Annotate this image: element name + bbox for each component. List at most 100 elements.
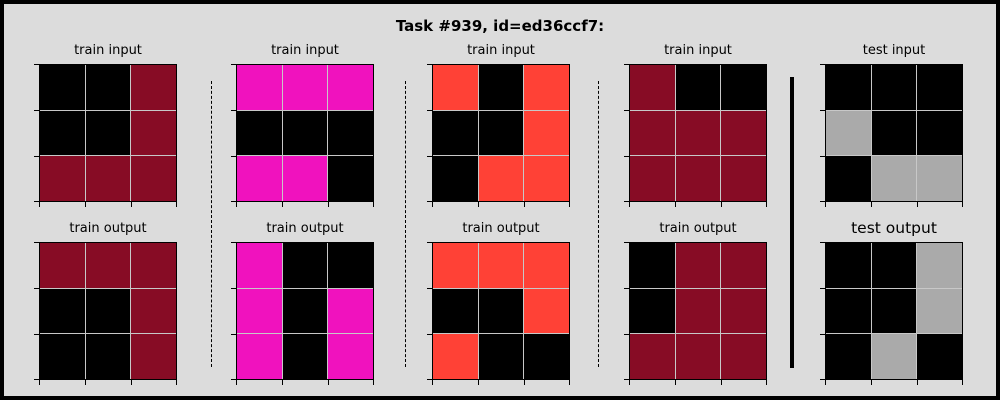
axis-tick xyxy=(231,334,236,335)
grid-cell xyxy=(131,288,176,334)
axis-tick xyxy=(624,288,629,289)
grid-cell xyxy=(433,334,478,379)
axis-tick xyxy=(236,380,237,385)
grid-cell xyxy=(237,288,282,334)
grid-cell xyxy=(917,288,962,334)
grid-cell xyxy=(524,65,569,110)
grid-cell xyxy=(131,156,176,201)
axis-tick xyxy=(427,64,432,65)
grid-cell xyxy=(282,243,328,288)
axis-tick xyxy=(624,156,629,157)
axis-tick xyxy=(131,380,132,385)
grid-cell xyxy=(630,65,675,110)
grid-cell xyxy=(871,288,917,334)
grid-cell xyxy=(328,65,373,110)
grid-cell xyxy=(282,65,328,110)
test-input-grid xyxy=(825,64,963,202)
axis-tick xyxy=(34,156,39,157)
axis-tick xyxy=(34,334,39,335)
axis-tick xyxy=(282,202,283,207)
grid-cell xyxy=(721,156,766,201)
axis-tick xyxy=(231,201,236,202)
grid-cell xyxy=(630,110,675,156)
axis-tick xyxy=(917,380,918,385)
axis-tick xyxy=(427,379,432,380)
grid-cell xyxy=(630,156,675,201)
axis-tick xyxy=(624,201,629,202)
pair-2-input-grid xyxy=(432,64,570,202)
pair-0-output-label: train output xyxy=(69,221,147,236)
grid-cell xyxy=(721,110,766,156)
grid-cell xyxy=(328,288,373,334)
grid-cell xyxy=(721,65,766,110)
grid-cell xyxy=(826,65,871,110)
grid-cell xyxy=(282,334,328,379)
pair-0-output-grid xyxy=(39,242,177,380)
grid-cell xyxy=(826,334,871,379)
axis-tick xyxy=(820,201,825,202)
test-input-label: test input xyxy=(862,43,926,58)
grid-cell xyxy=(433,243,478,288)
grid-cell xyxy=(826,110,871,156)
grid-cell xyxy=(630,334,675,379)
axis-tick xyxy=(962,202,963,207)
pair-1-input-label: train input xyxy=(271,43,339,58)
axis-tick xyxy=(427,242,432,243)
grid-cell xyxy=(40,288,85,334)
axis-tick xyxy=(373,202,374,207)
grid-cell xyxy=(675,334,721,379)
test-output-label: test output xyxy=(851,219,937,237)
grid-cell xyxy=(675,65,721,110)
grid-cell xyxy=(524,334,569,379)
separator-dashed-1 xyxy=(211,81,212,367)
grid-cell xyxy=(871,156,917,201)
axis-tick xyxy=(624,242,629,243)
grid-cell xyxy=(721,288,766,334)
grid-cell xyxy=(478,288,524,334)
axis-tick xyxy=(569,380,570,385)
axis-tick xyxy=(328,202,329,207)
grid-cell xyxy=(328,243,373,288)
axis-tick xyxy=(675,202,676,207)
grid-cell xyxy=(237,110,282,156)
grid-cell xyxy=(524,156,569,201)
axis-tick xyxy=(478,380,479,385)
axis-tick xyxy=(624,64,629,65)
pair-1-output-label: train output xyxy=(266,221,344,236)
grid-cell xyxy=(40,243,85,288)
grid-cell xyxy=(328,334,373,379)
axis-tick xyxy=(231,110,236,111)
grid-cell xyxy=(85,110,131,156)
pair-0-input-label: train input xyxy=(74,43,142,58)
grid-cell xyxy=(630,288,675,334)
axis-tick xyxy=(427,201,432,202)
grid-cell xyxy=(433,65,478,110)
grid-cell xyxy=(131,65,176,110)
grid-cell xyxy=(675,288,721,334)
axis-tick xyxy=(427,334,432,335)
grid-cell xyxy=(871,334,917,379)
axis-tick xyxy=(282,380,283,385)
grid-cell xyxy=(675,156,721,201)
grid-cell xyxy=(433,288,478,334)
axis-tick xyxy=(236,202,237,207)
grid-cell xyxy=(721,334,766,379)
axis-tick xyxy=(820,379,825,380)
axis-tick xyxy=(34,64,39,65)
pair-1-output-grid xyxy=(236,242,374,380)
axis-tick xyxy=(721,380,722,385)
axis-tick xyxy=(524,202,525,207)
axis-tick xyxy=(131,202,132,207)
grid-cell xyxy=(433,156,478,201)
grid-cell xyxy=(917,65,962,110)
grid-cell xyxy=(478,243,524,288)
grid-cell xyxy=(237,334,282,379)
axis-tick xyxy=(231,242,236,243)
grid-cell xyxy=(478,65,524,110)
grid-cell xyxy=(85,243,131,288)
axis-tick xyxy=(34,288,39,289)
axis-tick xyxy=(917,202,918,207)
axis-tick xyxy=(629,380,630,385)
axis-tick xyxy=(820,110,825,111)
grid-cell xyxy=(478,110,524,156)
